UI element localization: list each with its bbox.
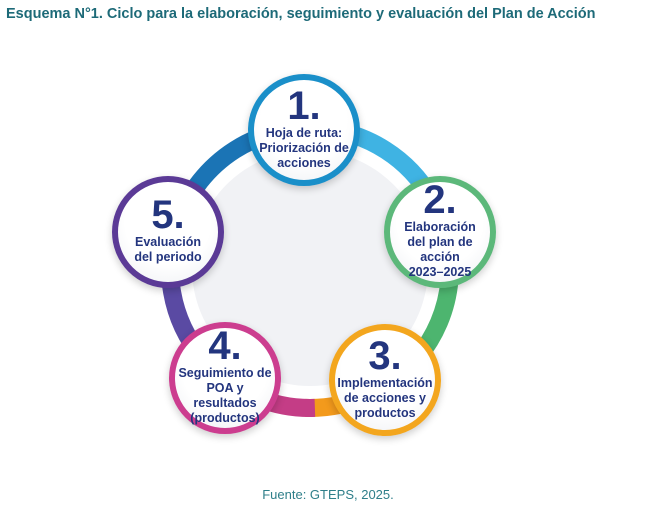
step-label: Hoja de ruta: Priorización de acciones bbox=[259, 125, 349, 170]
diagram-title: Esquema N°1. Ciclo para la elaboración, … bbox=[6, 6, 596, 22]
step-number: 3. bbox=[368, 333, 402, 378]
step-number: 1. bbox=[287, 83, 321, 128]
step-label: Implementación de acciones y productos bbox=[337, 375, 433, 420]
step-number: 5. bbox=[151, 193, 185, 237]
step-number: 2. bbox=[423, 178, 457, 222]
step-label: Evaluación del periodo bbox=[134, 235, 202, 264]
step-4-circle: 4. Seguimiento de POA y resultados (prod… bbox=[169, 322, 281, 434]
step-1-circle: 1. Hoja de ruta: Priorización de accione… bbox=[248, 74, 360, 186]
source-footer: Fuente: GTEPS, 2025. bbox=[262, 487, 394, 502]
step-label: Elaboración del plan de acción 2023–2025 bbox=[404, 220, 476, 279]
step-5-circle: 5. Evaluación del periodo bbox=[112, 176, 224, 288]
step-3-circle: 3. Implementación de acciones y producto… bbox=[329, 324, 441, 436]
step-2-circle: 2. Elaboración del plan de acción 2023–2… bbox=[384, 176, 496, 288]
step-number: 4. bbox=[208, 324, 242, 368]
step-label: Seguimiento de POA y resultados (product… bbox=[178, 366, 272, 425]
